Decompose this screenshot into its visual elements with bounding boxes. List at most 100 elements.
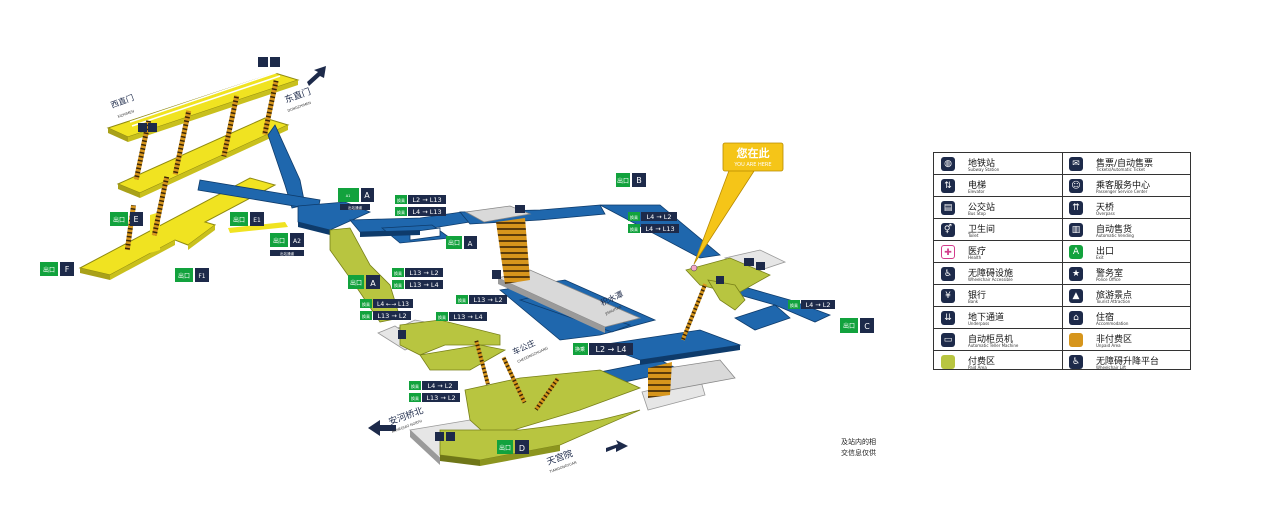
legend-label: 住宿 [1096, 313, 1115, 323]
svg-text:C: C [864, 322, 870, 331]
accessible-icon [148, 123, 157, 132]
accessible-icon [716, 276, 724, 284]
legend-label: 旅游景点 [1096, 291, 1133, 301]
exit-sign-e1[interactable]: 出口 E1 [230, 212, 264, 226]
svg-text:A: A [364, 191, 370, 200]
legend-label: 地铁站 [968, 159, 996, 169]
subway-icon: ◍ [941, 157, 955, 171]
svg-text:换乘: 换乘 [790, 302, 798, 308]
legend-sublabel: Tickets/Automatic Ticket [1096, 167, 1145, 172]
svg-text:A2: A2 [293, 238, 301, 245]
service-center-icon: ☺ [1069, 179, 1083, 193]
legend-label: 卫生间 [968, 225, 996, 235]
svg-text:换乘: 换乘 [575, 346, 585, 353]
elevator-icon: ⇅ [941, 179, 955, 193]
accessible-icon [446, 432, 455, 441]
ticket-icon: ✉ [1069, 157, 1083, 171]
legend-label: 电梯 [968, 181, 987, 191]
overpass-icon: ⇈ [1069, 201, 1083, 215]
svg-text:出口: 出口 [43, 266, 55, 274]
legend-label: 自动售货 [1096, 225, 1133, 235]
legend-sublabel: Wheelchair Lift [1096, 365, 1126, 370]
legend-sublabel: Exit [1096, 255, 1104, 260]
unpaid-area-icon [1069, 333, 1083, 347]
vending-icon [756, 262, 765, 270]
you-are-here-callout: 您在此 YOU ARE HERE [693, 142, 784, 265]
legend-sublabel: Accommodation [1096, 321, 1129, 326]
direction-arrows [307, 66, 628, 452]
paid-shading [440, 445, 560, 466]
disclaimer-note-2: 交信息仅供 [841, 449, 876, 457]
svg-text:换乘: 换乘 [411, 395, 419, 401]
svg-text:出口: 出口 [233, 216, 245, 224]
transfer-sign: 换乘 L13 → L4 [392, 280, 443, 289]
svg-text:L2 → L4: L2 → L4 [596, 345, 627, 354]
legend-label: 无障碍设施 [968, 269, 1014, 279]
svg-text:出站通道: 出站通道 [280, 251, 294, 256]
svg-text:换乘: 换乘 [630, 226, 638, 232]
platform-label-xizhimen: 西直门 [109, 92, 135, 110]
legend-sublabel: Health [968, 255, 982, 260]
accessible-icon [270, 57, 280, 67]
svg-text:E1: E1 [253, 217, 261, 224]
callout-subtitle: YOU ARE HERE [733, 162, 771, 168]
svg-text:换乘: 换乘 [362, 313, 370, 319]
svg-text:出口: 出口 [178, 272, 190, 280]
legend-sublabel: Unpaid Area [1096, 343, 1121, 348]
exit-sign-a1[interactable]: A1 A [338, 188, 374, 202]
svg-text:A: A [468, 240, 473, 248]
legend-sublabel: Elevator [968, 189, 985, 194]
health-icon: ✚ [941, 245, 955, 259]
legend-label: 公交站 [968, 203, 996, 213]
transfer-sign: 换乘 L2 → L4 [573, 343, 633, 355]
svg-text:L4 → L2: L4 → L2 [427, 382, 452, 390]
legend-label: 付费区 [968, 357, 996, 367]
legend-sublabel: Subway Station [968, 167, 1000, 172]
legend-sublabel: Bank [968, 299, 979, 304]
exit-sign-a-2[interactable]: 出口 A [446, 236, 477, 249]
legend-label: 医疗 [968, 247, 987, 257]
legend-sublabel: Paid Area [968, 365, 987, 370]
elevator-icon [258, 57, 268, 67]
svg-text:A1: A1 [346, 194, 351, 198]
svg-text:L13 → L2: L13 → L2 [473, 296, 502, 304]
svg-text:A: A [370, 279, 376, 288]
svg-text:换乘: 换乘 [411, 383, 419, 389]
legend-label: 警务室 [1096, 269, 1124, 279]
mezzanine-levels [78, 71, 300, 280]
svg-text:出口: 出口 [617, 177, 629, 185]
svg-text:换乘: 换乘 [397, 209, 405, 215]
svg-text:换乘: 换乘 [394, 282, 402, 288]
svg-text:L13 → L4: L13 → L4 [409, 281, 438, 289]
svg-text:出口: 出口 [448, 239, 460, 247]
svg-text:L2 → L13: L2 → L13 [412, 196, 441, 204]
legend-label: 银行 [968, 291, 987, 301]
